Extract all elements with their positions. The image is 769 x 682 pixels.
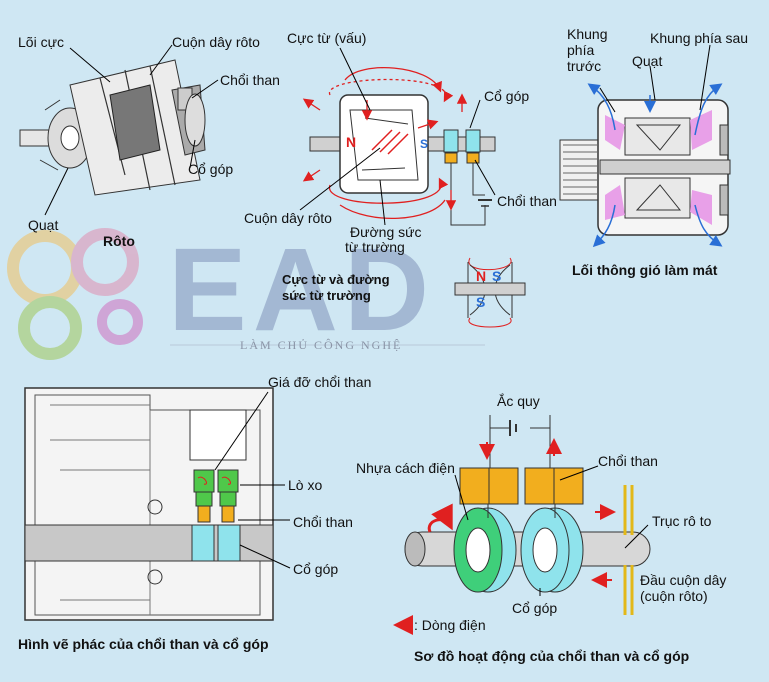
magnetic-field-lines [302, 67, 468, 219]
label-brush-pole: Chổi than [497, 193, 557, 209]
label-brush-holder: Giá đỡ chổi than [268, 374, 372, 390]
label-current-legend: : Dòng điện [414, 617, 486, 633]
label-rear-frame: Khung phía sau [650, 30, 749, 46]
label-commutator-sketch: Cổ góp [293, 561, 339, 577]
label-rotor: Rôto [103, 233, 135, 249]
closeup-s-marker-1: S [492, 268, 502, 284]
label-commutator-rotor: Cổ góp [188, 161, 234, 177]
watermark-tagline: LÀM CHỦ CÔNG NGHỆ [240, 338, 403, 352]
label-rotor-coil: Cuộn dây rôto [172, 34, 260, 50]
label-battery: Ắc quy [497, 393, 540, 409]
label-cooling-vent: Lối thông gió làm mát [572, 262, 718, 278]
label-rotor-coil-pole: Cuộn dây rôto [244, 210, 332, 226]
label-rotor-shaft: Trục rô to [652, 513, 712, 529]
label-pole-core: Lõi cực [18, 34, 64, 50]
rotor-illustration [19, 59, 206, 196]
label-front-frame-2: phía [567, 42, 595, 58]
sketch-leader-lines [214, 391, 291, 569]
watermark-logo: EAD [168, 224, 435, 356]
label-spring: Lò xo [288, 477, 323, 493]
label-pole-and-field-2: sức từ trường [282, 288, 371, 303]
label-fan-vent: Quạt [632, 53, 663, 69]
cooling-vent-diagram [559, 99, 731, 236]
label-front-frame-3: trước [567, 58, 602, 74]
caption-brush-sketch: Hình vẽ phác của chổi than và cổ góp [18, 636, 269, 652]
label-commutator-pole: Cổ góp [484, 88, 530, 104]
label-commutator-operation: Cổ góp [512, 600, 558, 616]
vent-leader-lines [599, 44, 711, 113]
pole-leader-lines [299, 47, 496, 226]
caption-brush-operation: Sơ đồ hoạt động của chổi than và cổ góp [414, 648, 690, 664]
airflow-arrows [587, 83, 723, 248]
label-field-lines-2: từ trường [345, 239, 405, 255]
closeup-n-marker: N [476, 268, 487, 284]
brush-sketch [24, 387, 274, 621]
label-pole-and-field-1: Cực từ và đường [282, 272, 390, 287]
ead-watermark [7, 228, 485, 360]
pole-n-marker: N [346, 134, 357, 150]
label-insulation: Nhựa cách điện [356, 460, 455, 476]
label-brush-rotor: Chổi than [220, 72, 280, 88]
label-coil-end-2: (cuộn rôto) [640, 588, 708, 604]
label-fan-rotor: Quạt [28, 217, 59, 233]
rotor-leader-lines [44, 44, 219, 216]
pole-closeup [454, 257, 526, 328]
label-front-frame-1: Khung [567, 26, 608, 42]
pole-diagram [309, 94, 496, 226]
label-brush-operation: Chổi than [598, 453, 658, 469]
label-coil-end-1: Đầu cuộn dây [640, 572, 727, 588]
brush-operation-diagram [393, 415, 651, 635]
label-brush-sketch: Chổi than [293, 514, 353, 530]
closeup-s-marker-2: S [476, 294, 486, 310]
pole-s-marker: S [420, 137, 429, 151]
operation-leader-lines [454, 465, 649, 596]
label-magnetic-pole: Cực từ (vấu) [287, 30, 367, 46]
label-field-lines-1: Đường sức [350, 224, 422, 240]
